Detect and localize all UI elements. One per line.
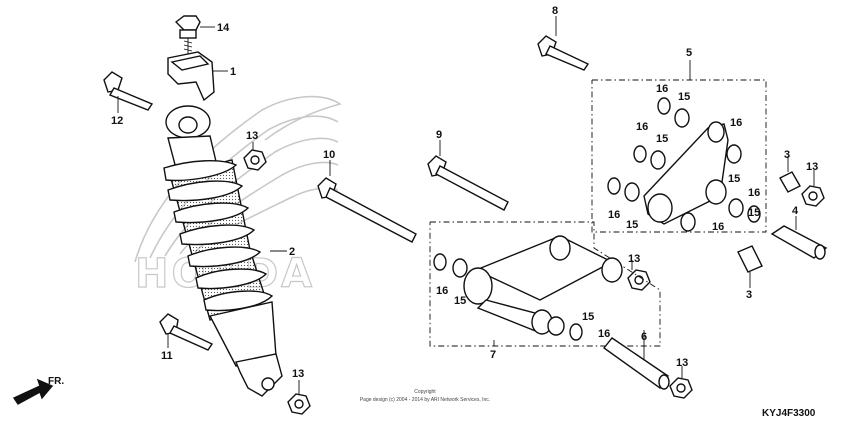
leader-lines — [117, 16, 815, 394]
callout-14: 14 — [217, 22, 230, 34]
callout-13-link: 13 — [628, 253, 640, 265]
front-direction-label: FR. — [48, 376, 64, 387]
callout-3-lower: 3 — [746, 289, 752, 301]
callout-labels: 14 1 12 13 2 11 13 10 9 8 5 16 15 16 15 … — [111, 5, 818, 380]
callout-13-right: 13 — [806, 161, 818, 173]
part-1-bracket — [167, 51, 215, 102]
part-14-nut — [174, 15, 201, 56]
part-13-nut-upper-left — [243, 149, 267, 171]
callout-3-upper: 3 — [784, 149, 790, 161]
part-9-bolt — [427, 155, 509, 211]
part-13-nut-lower-left — [287, 393, 311, 415]
callout-11: 11 — [161, 350, 173, 362]
part-11-bolt — [159, 313, 214, 351]
callout-16-d: 16 — [748, 187, 760, 199]
callout-16-c: 16 — [730, 117, 742, 129]
callout-15-c: 15 — [728, 173, 740, 185]
part-4-shaft — [770, 225, 828, 260]
front-direction-indicator: FR. — [12, 376, 64, 405]
part-13-nut-rod — [669, 377, 693, 399]
callout-7: 7 — [490, 349, 496, 361]
callout-16-b: 16 — [636, 121, 648, 133]
callout-13-rod: 13 — [676, 357, 688, 369]
callout-15-a: 15 — [678, 91, 690, 103]
callout-9: 9 — [436, 129, 442, 141]
copyright-line-2: Page design (c) 2004 - 2014 by ARI Netwo… — [360, 397, 490, 403]
callout-15-e: 15 — [626, 219, 638, 231]
part-10-bolt — [317, 177, 417, 243]
part-5-cushion-arm — [591, 79, 767, 233]
callout-2: 2 — [289, 246, 295, 258]
callout-15-f: 15 — [454, 295, 466, 307]
callout-13-lower-left: 13 — [292, 368, 304, 380]
callout-6: 6 — [641, 331, 647, 343]
callout-5: 5 — [686, 47, 692, 59]
callout-1: 1 — [230, 66, 236, 78]
part-7-connecting-rod — [429, 221, 661, 347]
callout-15-d: 15 — [748, 207, 760, 219]
callout-16-h: 16 — [598, 328, 610, 340]
callout-16-g: 16 — [436, 285, 448, 297]
part-8-bolt — [537, 35, 590, 71]
callout-16-e: 16 — [608, 209, 620, 221]
part-3-collar-upper — [779, 171, 801, 193]
callout-4: 4 — [792, 205, 799, 217]
part-6-bolt — [602, 337, 670, 390]
part-13-nut-right — [801, 185, 825, 207]
callout-13-upper-left: 13 — [246, 130, 258, 142]
part-2-shock-absorber — [163, 105, 283, 397]
copyright-line-1: Copyright — [414, 389, 436, 395]
diagram-code: KYJ4F3300 — [762, 408, 816, 419]
callout-10: 10 — [323, 149, 335, 161]
part-3-collar-lower — [737, 245, 763, 273]
callout-16-f: 16 — [712, 221, 724, 233]
callout-16-a: 16 — [656, 83, 668, 95]
callout-8: 8 — [552, 5, 558, 17]
callout-15-g: 15 — [582, 311, 594, 323]
callout-15-b: 15 — [656, 133, 668, 145]
part-13-nut-link — [627, 269, 651, 291]
part-12-bolt — [103, 71, 154, 111]
callout-12: 12 — [111, 115, 123, 127]
